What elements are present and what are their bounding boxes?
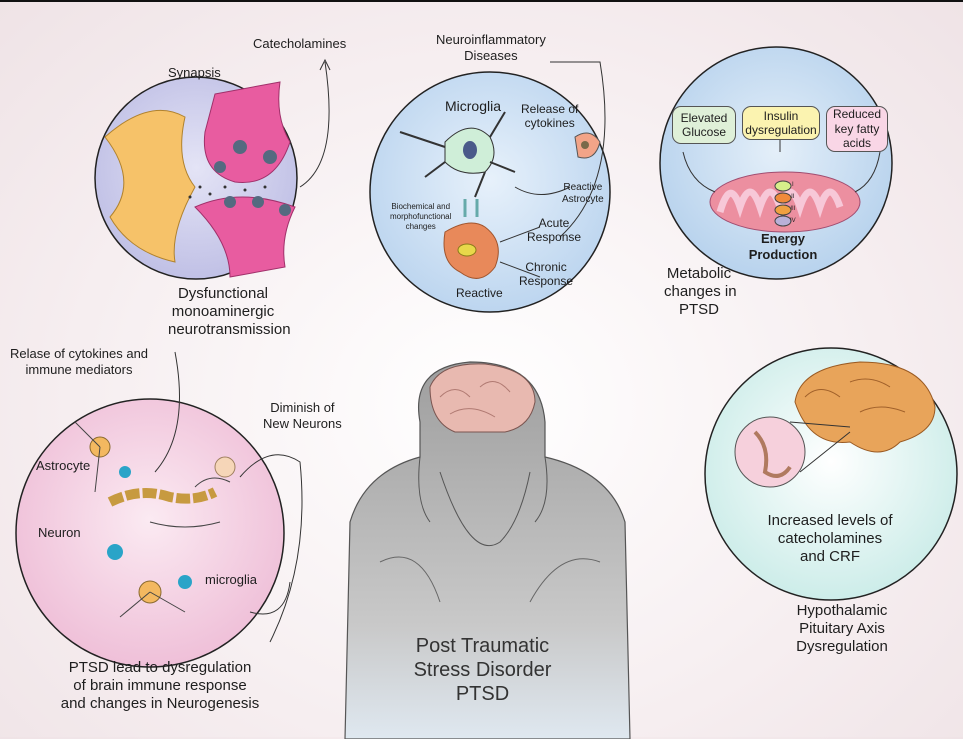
label-line: Astrocyte bbox=[562, 194, 604, 205]
astrocyte-label: Astrocyte bbox=[36, 458, 91, 473]
text-line: catecholamines bbox=[777, 530, 883, 547]
energy-production-label: Energy Production bbox=[738, 231, 828, 262]
microglia-label: Microglia bbox=[445, 98, 502, 114]
label-line: immune mediators bbox=[25, 361, 133, 377]
title-line: Diseases bbox=[464, 47, 518, 63]
label-line: Reactive bbox=[563, 182, 603, 193]
elevated-glucose-box: Elevated Glucose bbox=[672, 106, 736, 144]
caption-line: changes in bbox=[664, 283, 737, 300]
complex-iii: III bbox=[790, 206, 796, 212]
reactive-astrocyte-label: Reactive Astrocyte bbox=[562, 182, 604, 206]
title-line: Stress Disorder bbox=[413, 659, 552, 681]
text-line: Increased levels of bbox=[767, 512, 893, 529]
immune-circle bbox=[15, 351, 303, 668]
synapsis-caption: Dysfunctional monoaminergic neurotransmi… bbox=[168, 285, 291, 339]
caption-line: and changes in Neurogenesis bbox=[60, 695, 260, 712]
chronic-response-label: Chronic Response bbox=[519, 260, 573, 289]
hpa-caption: Hypothalamic Pituitary Axis Dysregulatio… bbox=[782, 602, 902, 656]
label-line: Release of bbox=[521, 102, 579, 116]
caption-line: neurotransmission bbox=[168, 321, 291, 338]
caption-line: Dysfunctional bbox=[177, 285, 269, 302]
complex-labels: I II III IV bbox=[790, 179, 796, 227]
reactive-label: Reactive bbox=[456, 286, 503, 300]
metabolic-caption: Metabolic changes in PTSD bbox=[664, 265, 737, 319]
title-line: Post Traumatic bbox=[415, 635, 550, 657]
microglia-label-small: microglia bbox=[205, 572, 258, 587]
label-line: Diminish of bbox=[270, 400, 335, 415]
label-line: cytokines bbox=[524, 116, 575, 131]
ptsd-title: Post Traumatic Stress Disorder PTSD bbox=[395, 634, 570, 706]
caption-line: Metabolic bbox=[666, 265, 732, 282]
diminish-neurons-label: Diminish of New Neurons bbox=[263, 400, 342, 431]
synapsis-circle bbox=[94, 58, 331, 280]
complex-iv: IV bbox=[790, 218, 796, 224]
text-line: and CRF bbox=[799, 548, 861, 565]
complex-ii: II bbox=[791, 194, 795, 200]
complex-i: I bbox=[792, 182, 794, 188]
caption-line: monoaminergic bbox=[171, 303, 275, 320]
neuroinflammatory-title: Neuroinflammatory Diseases bbox=[436, 32, 546, 63]
title-line: PTSD bbox=[455, 683, 510, 705]
microglia-circle bbox=[369, 61, 611, 313]
title-line: Neuroinflammatory bbox=[436, 32, 546, 47]
label-line: Energy bbox=[760, 231, 806, 246]
neuron-label: Neuron bbox=[38, 525, 81, 540]
biochemical-label: Biochemical and morphofunctional changes bbox=[390, 202, 451, 232]
label-line: Acute bbox=[538, 216, 570, 230]
synapsis-label: Synapsis bbox=[168, 65, 221, 80]
person-figure bbox=[344, 361, 631, 739]
caption-line: Pituitary Axis bbox=[799, 620, 885, 637]
insulin-dysregulation-box: Insulin dysregulation bbox=[742, 106, 820, 140]
caption-line: PTSD lead to dysregulation bbox=[68, 659, 252, 676]
label-line: Chronic bbox=[525, 260, 567, 274]
label-line: New Neurons bbox=[263, 415, 342, 431]
caption-line: PTSD bbox=[678, 301, 719, 318]
release-cytokines-label: Release of cytokines bbox=[521, 102, 578, 131]
label-line: Response bbox=[527, 230, 582, 245]
caption-line: Hypothalamic bbox=[796, 602, 888, 619]
caption-line: Dysregulation bbox=[796, 638, 888, 655]
label-line: changes bbox=[405, 222, 436, 231]
release-mediators-label: Relase of cytokines and immune mediators bbox=[10, 346, 148, 377]
hpa-circle bbox=[704, 347, 958, 601]
acute-response-label: Acute Response bbox=[527, 216, 581, 245]
reduced-fatty-acids-box: Reduced key fatty acids bbox=[826, 106, 888, 152]
label-line: Response bbox=[519, 274, 574, 289]
immune-caption: PTSD lead to dysregulation of brain immu… bbox=[40, 659, 280, 713]
label-line: Production bbox=[748, 246, 818, 262]
catecholamines-label: Catecholamines bbox=[253, 36, 347, 51]
hpa-inner-text: Increased levels of catecholamines and C… bbox=[760, 512, 900, 566]
label-line: morphofunctional bbox=[390, 212, 452, 221]
caption-line: of brain immune response bbox=[73, 677, 247, 694]
metabolic-circle bbox=[659, 46, 893, 280]
label-line: Relase of cytokines and bbox=[10, 346, 149, 361]
label-line: Biochemical and bbox=[391, 202, 451, 211]
